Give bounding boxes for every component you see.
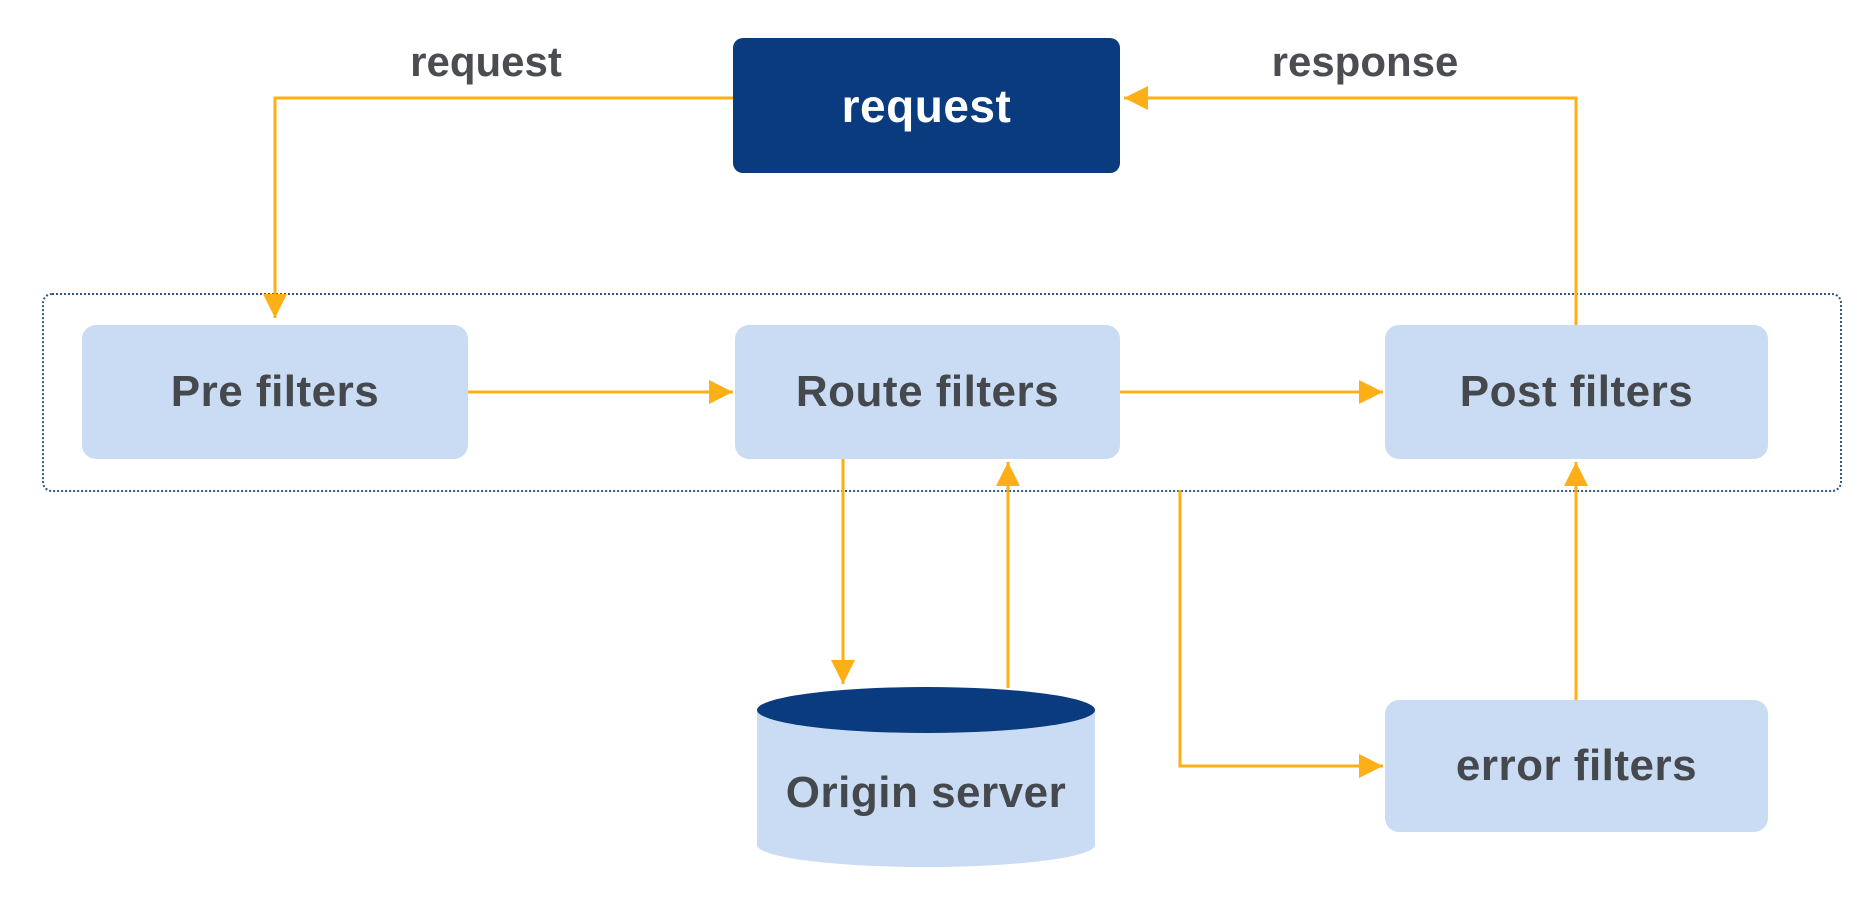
request-node: request [733, 38, 1120, 173]
request-edge-label: request [410, 38, 562, 85]
edge-request-to-pre-filters [263, 96, 733, 318]
origin-server-label: Origin server [785, 768, 1067, 817]
pre-filters-node: Pre filters [82, 325, 468, 459]
filter-container-border [42, 293, 1842, 492]
response-edge-label: response [1271, 38, 1459, 85]
post-filters-node: Post filters [1385, 325, 1768, 459]
route-filters-node: Route filters [735, 325, 1120, 459]
edge-container-to-error [1178, 490, 1383, 778]
origin-server-cylinder [757, 687, 1095, 867]
error-filters-node: error filters [1385, 700, 1768, 832]
edge-post-filters-to-request [1124, 86, 1578, 326]
